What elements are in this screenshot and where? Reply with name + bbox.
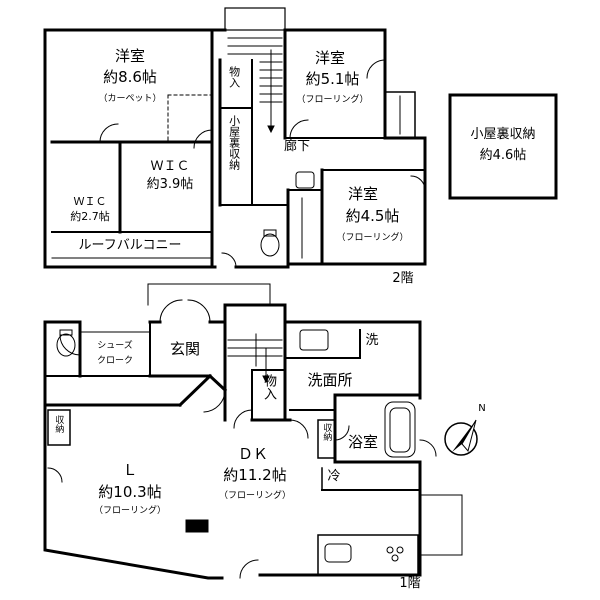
floor1-walls	[43, 283, 463, 580]
floor1-stairs	[227, 333, 283, 384]
floor1-doors	[47, 299, 437, 579]
roof-balcony-label: ルーフバルコニー	[78, 238, 182, 253]
dk-floor: （フローリング）	[218, 491, 291, 501]
fridge-label: 冷	[327, 469, 341, 484]
attic-room-size: 約4.6帖	[479, 148, 527, 163]
washer-label: 洗	[365, 333, 379, 348]
room-5-1-floor: （フローリング）	[296, 95, 369, 105]
living-name: Ｌ	[122, 461, 138, 479]
room-4-5-size: 約4.5帖	[345, 207, 400, 225]
floor1-label: 1階	[399, 576, 421, 591]
floor2-walls	[43, 7, 427, 269]
room-4-5-name: 洋室	[347, 185, 378, 203]
floor2-fixtures	[260, 171, 315, 257]
attic-storage-box	[448, 93, 558, 200]
room-4-5-floor: （フローリング）	[336, 233, 409, 243]
compass-n-label: N	[478, 403, 486, 414]
living-size: 約10.3帖	[98, 483, 162, 501]
dk-name: ＤＫ	[237, 445, 268, 463]
entrance-label: 玄関	[169, 340, 200, 358]
north-compass-icon	[444, 419, 478, 456]
living-floor: （フローリング）	[93, 506, 166, 516]
wic-small-name: ＷＩＣ	[73, 195, 107, 208]
dk-size: 約11.2帖	[223, 466, 287, 484]
attic-storage-vertical: 小屋裏収納	[227, 115, 241, 170]
wic-small-size: 約2.7帖	[70, 210, 110, 223]
storage-right-label: 収納	[321, 423, 332, 441]
wic-main-size: 約3.9帖	[146, 177, 194, 192]
storage-left-label: 収納	[53, 415, 64, 433]
hallway-label: 廊下	[283, 139, 310, 154]
room-5-1-size: 約5.1帖	[305, 70, 360, 88]
room-8-6-size: 約8.6帖	[103, 68, 157, 86]
room-5-1-name: 洋室	[314, 49, 345, 67]
floor2-stairs	[227, 37, 283, 134]
storage-1f-mono: 物入	[260, 374, 276, 400]
attic-room-name: 小屋裏収納	[470, 127, 536, 142]
bathroom-label: 浴室	[347, 433, 378, 451]
shoe-cloak-line2: クローク	[96, 356, 133, 366]
shoe-cloak-line1: シューズ	[97, 341, 133, 351]
storage-2f-mono: 物入	[227, 66, 241, 88]
wic-main-name: ＷＩＣ	[150, 159, 190, 174]
washroom-label: 洗面所	[307, 371, 353, 389]
room-8-6-floor: （カーペット）	[98, 94, 162, 104]
floor1-fixtures	[56, 329, 416, 563]
room-8-6-name: 洋室	[114, 47, 145, 65]
floor2-label: 2階	[392, 271, 414, 286]
floor2-doors	[99, 59, 426, 268]
